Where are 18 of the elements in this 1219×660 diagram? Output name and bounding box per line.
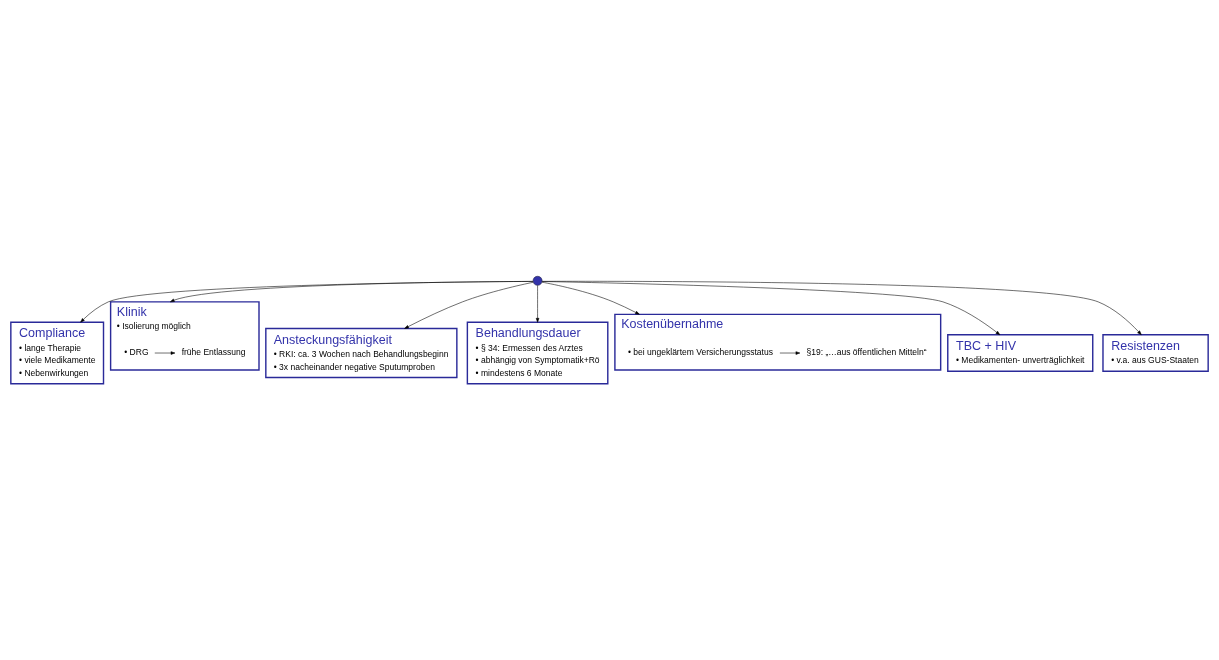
node-text: frühe Entlassung bbox=[181, 347, 246, 358]
arrow bbox=[80, 281, 534, 323]
node-text: • DRG bbox=[124, 347, 149, 358]
node-text: §19: „…aus öffentlichen Mitteln“ bbox=[806, 347, 927, 358]
arrow bbox=[541, 281, 1001, 336]
arrow bbox=[154, 351, 176, 355]
node-box: Behandlungsdauer • § 34: Ermessen des Arztes • abhängig von Symptomatik+Rö • mindestens 6 Monate bbox=[466, 321, 609, 385]
node-box: Compliance • lange Therapie • viele Medikamente • Nebenwirkungen bbox=[10, 321, 105, 385]
node-box: TBC + HIV • Medikamenten- unverträglichkeit bbox=[947, 334, 1094, 372]
arrow bbox=[404, 281, 534, 329]
arrow bbox=[170, 281, 534, 303]
arrow bbox=[541, 281, 640, 315]
arrow bbox=[541, 281, 1142, 335]
node-circle bbox=[532, 276, 543, 286]
arrow bbox=[535, 285, 540, 323]
arrow bbox=[779, 351, 801, 355]
node-text: • bei ungeklärtem Versicherungsstatus bbox=[627, 347, 773, 358]
node-box: Resistenzen • v.a. aus GUS-Staaten bbox=[1102, 334, 1209, 372]
